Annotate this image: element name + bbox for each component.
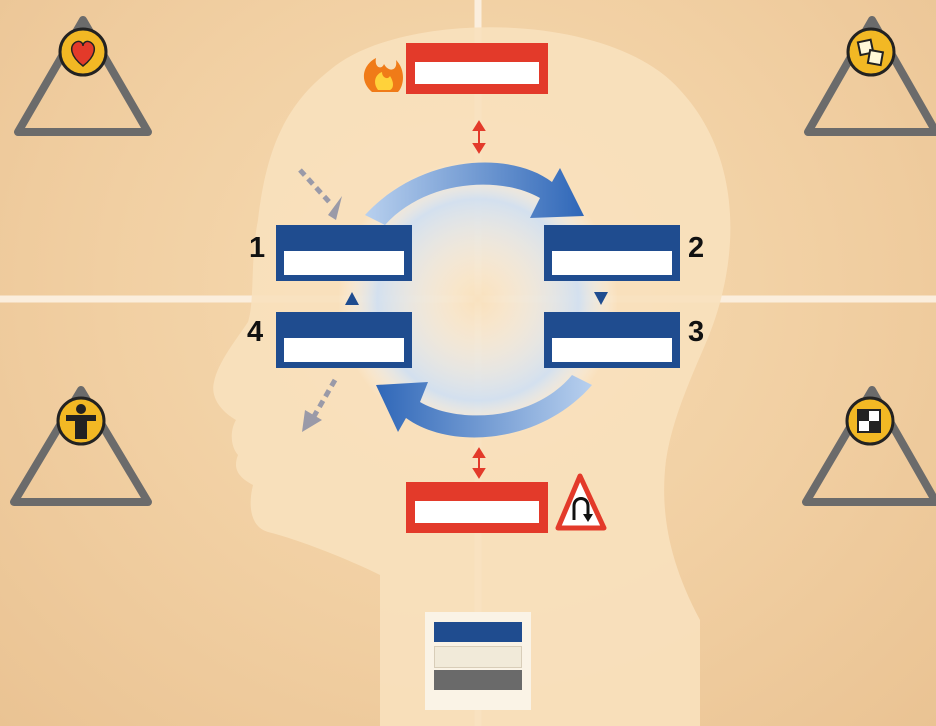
summary-card-middle (434, 646, 522, 668)
bottom-emotion-box (406, 482, 548, 533)
cycle-arrow-top (365, 162, 584, 225)
step-1-box (276, 225, 412, 281)
checker-icon (845, 396, 895, 446)
step2-to-step3-arrow (594, 292, 608, 305)
step-4-number: 4 (247, 316, 264, 348)
heart-icon (58, 27, 108, 77)
summary-card-header (434, 622, 522, 642)
output-dashed-arrow (310, 378, 338, 420)
step-2-box (544, 225, 680, 281)
corner-triangle-bottom-right (802, 386, 936, 506)
step-4-box (276, 312, 412, 368)
input-dashed-arrow-head (328, 196, 342, 220)
step-3-number: 3 (688, 316, 705, 348)
input-dashed-arrow (298, 168, 334, 207)
step-1-field (284, 251, 404, 275)
step-3-field (552, 338, 672, 362)
top-emotion-box-field (415, 62, 539, 84)
person-icon (56, 396, 106, 446)
summary-card-footer (434, 670, 522, 690)
step-1-number: 1 (249, 232, 266, 264)
corner-triangle-top-left (14, 16, 152, 136)
u-turn-warning-icon (555, 473, 607, 531)
output-dashed-arrow-head (302, 410, 322, 432)
fire-icon (363, 58, 403, 92)
corner-triangle-top-right (804, 16, 936, 136)
cycle-arrow-bottom (376, 375, 592, 438)
top-double-arrow (472, 120, 486, 154)
step4-to-step1-arrow (345, 292, 359, 305)
step-4-field (284, 338, 404, 362)
puzzle-icon (846, 27, 896, 77)
step-2-field (552, 251, 672, 275)
step-2-number: 2 (688, 232, 705, 264)
corner-triangle-bottom-left (10, 386, 152, 506)
bottom-double-arrow (472, 447, 486, 479)
step-3-box (544, 312, 680, 368)
summary-card (425, 612, 531, 710)
top-emotion-box (406, 43, 548, 94)
bottom-emotion-box-field (415, 501, 539, 523)
